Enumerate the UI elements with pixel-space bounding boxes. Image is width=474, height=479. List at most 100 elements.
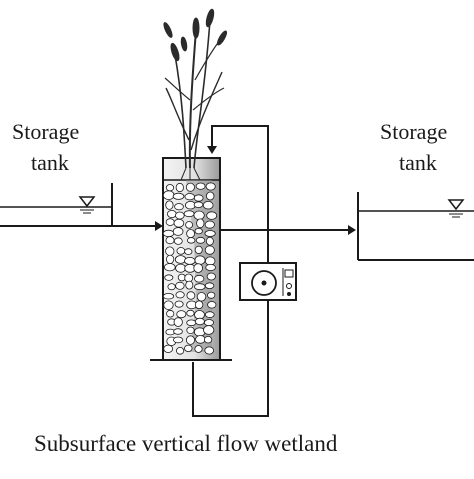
gravel-pebble (184, 256, 196, 265)
gravel-pebble (173, 218, 185, 228)
gravel-pebble (165, 236, 175, 245)
gravel-pebble (162, 229, 175, 237)
right-tank-label-line2: tank (399, 150, 437, 175)
gravel-pebble (176, 310, 187, 319)
gravel-pebble (195, 335, 206, 344)
gravel-pebble (204, 245, 215, 255)
wetland-column (150, 157, 232, 361)
gravel-pebble (186, 229, 196, 239)
gravel-pebble (176, 247, 186, 255)
diagram-caption: Subsurface vertical flow wetland (34, 431, 338, 456)
gravel-pebble (173, 336, 184, 344)
gravel-pebble (204, 346, 215, 355)
gravel-pebble (207, 291, 216, 299)
left-tank-label-line1: Storage (12, 119, 80, 144)
gravel-pebble (174, 203, 184, 211)
gravel-pebble (203, 325, 215, 335)
gravel-pebble (204, 220, 215, 229)
left-storage-tank (0, 183, 113, 227)
gravel-pebble (162, 190, 175, 201)
gravel-pebble (175, 211, 185, 220)
gravel-pebble (193, 201, 204, 209)
gravel-pebble (186, 319, 197, 327)
gravel-pebble (193, 263, 204, 273)
inflow-pipe (112, 221, 163, 231)
gravel-pebble (203, 319, 214, 327)
gravel-pebble (167, 209, 177, 218)
gravel-pebble (204, 256, 216, 266)
gravel-pebble (193, 194, 204, 202)
gravel-pebble (186, 291, 196, 300)
gravel-pebble (194, 310, 205, 320)
gravel-pebble (184, 248, 193, 255)
arrow-icon (155, 221, 163, 231)
gravel-pebble (172, 227, 184, 236)
gravel-pebble (184, 344, 193, 353)
gravel-pebble (185, 335, 195, 345)
arrow-icon (348, 225, 356, 235)
gravel-pebble (173, 317, 183, 327)
gravel-pebble (205, 236, 214, 246)
gravel-pebble (184, 193, 195, 201)
gravel-pebble (205, 311, 215, 318)
gravel-pebble (205, 263, 216, 271)
gravel-pebble (175, 182, 184, 193)
gravel-pebble (194, 283, 206, 291)
gravel-pebble (165, 200, 174, 210)
circulation-pump-icon (239, 262, 297, 301)
gravel-pebble (205, 182, 216, 191)
reed-plant-icon (163, 8, 228, 181)
gravel-pebble (194, 300, 204, 310)
gravel-pebble (175, 263, 187, 273)
gravel-pebble (172, 192, 185, 200)
gravel-pebble (167, 283, 176, 291)
recirculation-pipe (192, 125, 269, 417)
gravel-pebble (205, 191, 215, 201)
gravel-pebble (194, 255, 206, 265)
right-storage-tank (357, 192, 474, 261)
gravel-pebble (185, 280, 194, 290)
gravel-pebble (195, 182, 206, 190)
arrow-icon (207, 146, 217, 154)
gravel-pebble (163, 344, 174, 353)
gravel-pebble (185, 221, 194, 229)
gravel-pebble (164, 263, 176, 272)
gravel-pebble (186, 326, 195, 334)
gravel-pebble (207, 301, 217, 309)
gravel-pebble (193, 210, 205, 221)
gravel-pebble (166, 309, 175, 318)
gravel-pebble (202, 200, 214, 210)
gravel-pebble (175, 291, 185, 299)
gravel-pebble (173, 237, 183, 245)
gravel-pebble (204, 336, 213, 344)
gravel-pebble (204, 282, 215, 290)
gravel-pebble (165, 218, 175, 226)
right-tank-label-line1: Storage (380, 119, 448, 144)
gravel-pebble (194, 345, 203, 353)
gravel-pebble (164, 274, 174, 281)
gravel-pebble (196, 218, 205, 229)
gravel-pebble (176, 346, 185, 355)
gravel-pebble (186, 309, 195, 317)
gravel-pebble (174, 255, 187, 264)
gravel-pebble (196, 292, 207, 302)
gravel-pebble (174, 300, 184, 308)
gravel-pebble (204, 230, 216, 237)
gravel-media (162, 182, 218, 355)
gravel-pebble (194, 317, 205, 326)
gravel-pebble (194, 274, 205, 283)
gravel-pebble (165, 184, 175, 192)
outflow-pipe (220, 225, 356, 235)
left-tank-label-line2: tank (31, 150, 69, 175)
gravel-pebble (185, 182, 195, 192)
water-level-icon (447, 199, 465, 218)
gravel-pebble (183, 210, 195, 218)
gravel-pebble (173, 328, 183, 335)
gravel-pebble (163, 300, 174, 310)
gravel-pebble (194, 245, 203, 255)
gravel-pebble (165, 246, 175, 256)
water-level-icon (78, 196, 96, 214)
gravel-pebble (195, 236, 206, 244)
